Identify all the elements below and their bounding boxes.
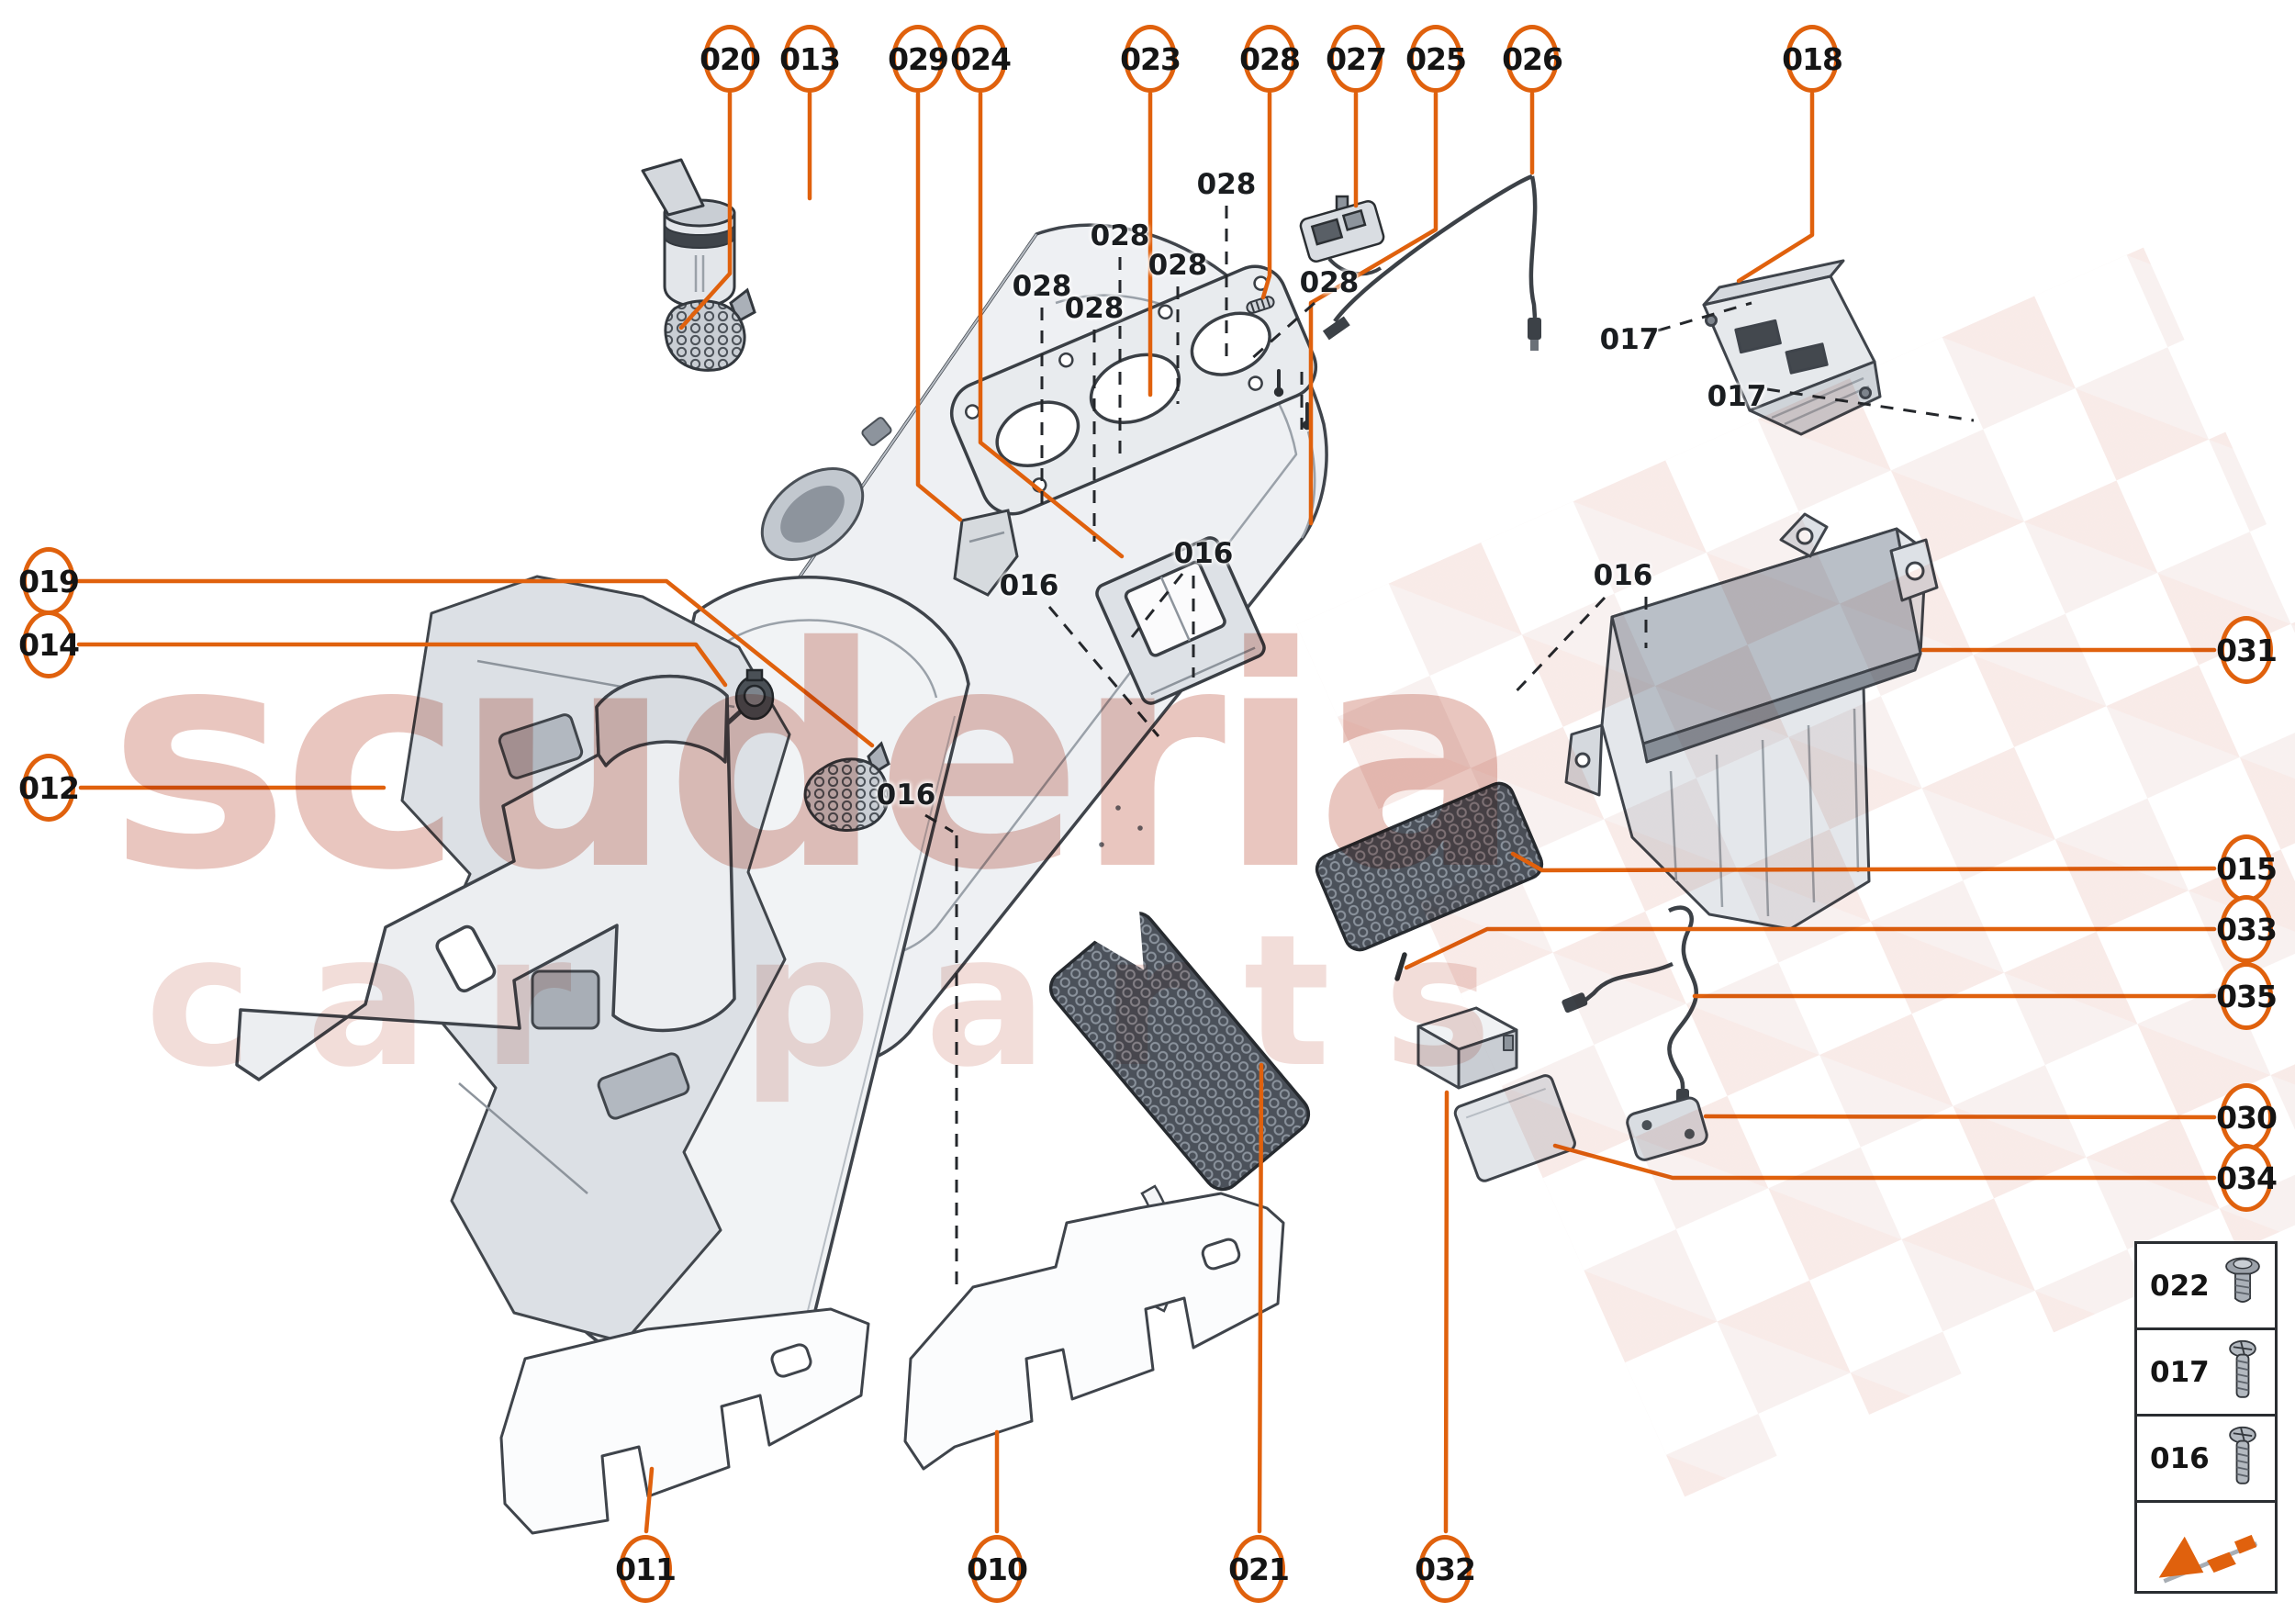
callout-028[interactable]: 028 — [1239, 25, 1301, 93]
label-016: 016 — [1593, 559, 1653, 592]
callout-031[interactable]: 031 — [2216, 616, 2278, 684]
label-016: 016 — [1173, 537, 1234, 570]
part-foam-pad[interactable] — [1453, 1073, 1577, 1182]
callout-034[interactable]: 034 — [2216, 1144, 2278, 1212]
part-lock-actuator[interactable] — [1299, 195, 1385, 276]
part-tunnel-mat[interactable] — [1032, 891, 1316, 1197]
part-control-module[interactable] — [1416, 1006, 1518, 1090]
callout-027[interactable]: 027 — [1326, 25, 1387, 93]
callout-014[interactable]: 014 — [18, 610, 80, 678]
label-017: 017 — [1599, 323, 1660, 356]
callout-020[interactable]: 020 — [700, 25, 761, 93]
label-016: 016 — [876, 778, 936, 812]
legend-row-022[interactable]: 022 — [2137, 1244, 2275, 1330]
part-spring[interactable] — [1246, 296, 1275, 315]
callout-012[interactable]: 012 — [18, 754, 80, 822]
leader-011 — [644, 1466, 655, 1534]
button-head-screw-icon — [2220, 1254, 2266, 1318]
leader-033 — [1404, 926, 2217, 970]
part-pin-033[interactable] — [1394, 952, 1407, 981]
part-bezel-frame[interactable] — [1094, 535, 1267, 706]
callout-023[interactable]: 023 — [1120, 25, 1181, 93]
callout-010[interactable]: 010 — [967, 1535, 1028, 1603]
callout-019[interactable]: 019 — [18, 547, 80, 615]
label-028: 028 — [1064, 292, 1125, 325]
callout-018[interactable]: 018 — [1782, 25, 1843, 93]
leader-032 — [1443, 1090, 1450, 1534]
callout-026[interactable]: 026 — [1502, 25, 1563, 93]
part-storage-bin[interactable] — [1564, 512, 1939, 931]
leader-019 — [76, 578, 875, 748]
leader-028 — [1260, 91, 1272, 300]
label-016: 016 — [999, 569, 1059, 602]
part-ashtray-cup[interactable] — [641, 158, 736, 308]
leader-020 — [678, 91, 733, 330]
leader-018 — [1736, 91, 1815, 284]
callout-leader-lines — [76, 91, 2217, 1534]
fastener-legend: 022 017 — [2134, 1241, 2278, 1594]
part-rear-bracket[interactable] — [1702, 259, 1882, 436]
callout-025[interactable]: 025 — [1405, 25, 1467, 93]
part-rubber-mat[interactable] — [1313, 778, 1547, 954]
pan-head-screw-icon — [2220, 1425, 2266, 1493]
scuderia-arrow-logo-icon — [2158, 1534, 2258, 1584]
part-rubber-insert-rear[interactable] — [803, 741, 890, 832]
callout-033[interactable]: 033 — [2216, 895, 2278, 963]
leader-021 — [1257, 1062, 1264, 1534]
pan-head-screw-icon — [2220, 1338, 2266, 1406]
part-insulation-mat-right[interactable] — [903, 1192, 1285, 1471]
part-bluetooth-module[interactable] — [1625, 1096, 1708, 1162]
part-pin[interactable] — [1273, 369, 1313, 431]
callout-021[interactable]: 021 — [1228, 1535, 1290, 1603]
label-028: 028 — [1090, 219, 1150, 252]
dashed-reference-lines — [924, 206, 1975, 1289]
callout-035[interactable]: 035 — [2216, 962, 2278, 1030]
callout-024[interactable]: 024 — [950, 25, 1012, 93]
leader-015 — [1510, 851, 2217, 873]
callout-015[interactable]: 015 — [2216, 834, 2278, 902]
leader-014 — [76, 642, 728, 688]
part-rubber-insert-front[interactable] — [664, 287, 756, 372]
label-028: 028 — [1148, 249, 1208, 282]
leader-025 — [1308, 91, 1439, 526]
label-028: 028 — [1299, 266, 1360, 299]
callout-029[interactable]: 029 — [888, 25, 949, 93]
callout-011[interactable]: 011 — [615, 1535, 677, 1603]
legend-row-017[interactable]: 017 — [2137, 1330, 2275, 1417]
label-017: 017 — [1707, 380, 1767, 413]
label-028: 028 — [1196, 168, 1257, 201]
legend-part-number: 022 — [2150, 1269, 2210, 1303]
callout-032[interactable]: 032 — [1415, 1535, 1476, 1603]
callout-030[interactable]: 030 — [2216, 1083, 2278, 1151]
part-guide-flap[interactable] — [953, 509, 1019, 597]
leader-024 — [978, 91, 1125, 559]
leader-030 — [1703, 1114, 2217, 1120]
part-insulation-mat-left[interactable] — [499, 1307, 870, 1535]
legend-row-016[interactable]: 016 — [2137, 1417, 2275, 1503]
part-side-trim-panel[interactable] — [235, 674, 736, 1081]
legend-part-number: 016 — [2150, 1441, 2210, 1475]
part-wiring-harness[interactable] — [1561, 905, 1698, 1113]
leader-034 — [1552, 1143, 2217, 1181]
legend-part-number: 017 — [2150, 1355, 2210, 1389]
callout-013[interactable]: 013 — [779, 25, 841, 93]
label-028: 028 — [1012, 270, 1072, 303]
part-antenna-cable[interactable] — [1322, 174, 1541, 351]
leader-029 — [915, 91, 963, 522]
legend-logo-cell — [2137, 1503, 2275, 1591]
